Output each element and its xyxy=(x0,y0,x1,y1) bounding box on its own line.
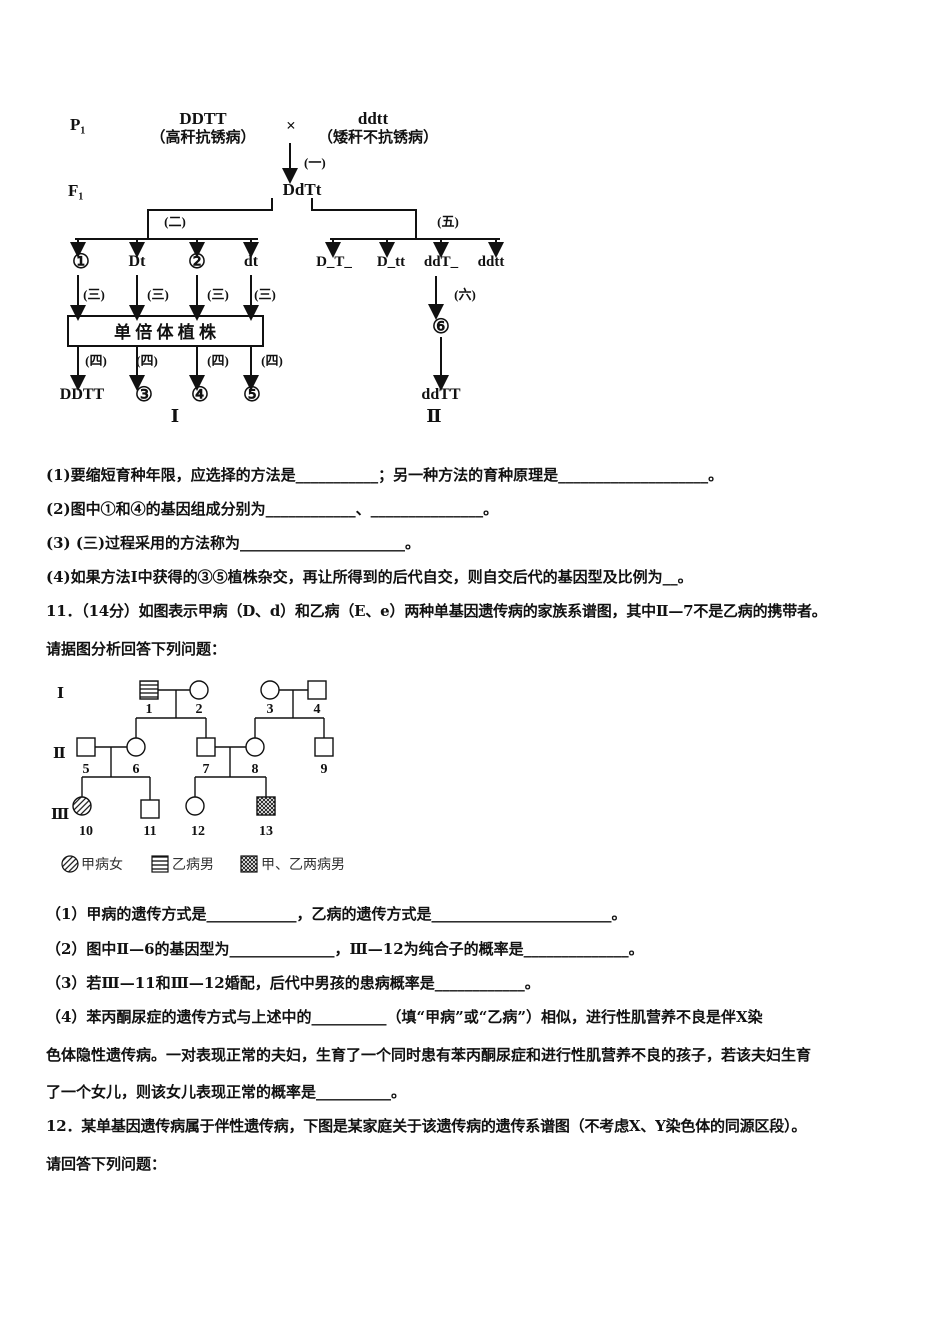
legend-jia-female-symbol xyxy=(61,855,79,873)
gamete-2: ② xyxy=(188,251,206,273)
p1-left-genotype: DDTT xyxy=(179,109,227,128)
p1-right-genotype: ddtt xyxy=(358,109,389,128)
legend-both-male-symbol xyxy=(240,855,258,873)
individual-12 xyxy=(185,796,205,816)
individual-4 xyxy=(307,680,327,700)
q11-item-4-line-1: （4）苯丙酮尿症的遗传方式与上述中的__________（填“甲病”或“乙病”）… xyxy=(46,1008,763,1026)
individual-11 xyxy=(140,799,160,819)
q11-item-1: （1）甲病的遗传方式是____________，乙病的遗传方式是________… xyxy=(46,905,627,923)
step-4-label-b: (四) xyxy=(136,353,158,368)
individual-number-7: 7 xyxy=(203,762,210,777)
f2-genotype-1: D_T_ xyxy=(316,254,352,270)
method-2-result: ddTT xyxy=(421,386,460,403)
individual-2 xyxy=(189,680,209,700)
individual-number-5: 5 xyxy=(83,762,90,777)
legend-yi-male-label: 乙病男 xyxy=(172,857,214,873)
q11-intro-line-2: 请据图分析回答下列问题： xyxy=(46,640,227,658)
method-1-label: Ⅰ xyxy=(171,406,179,426)
legend-yi-male-symbol xyxy=(151,855,169,873)
step-5-label: (五) xyxy=(437,214,459,229)
q11-item-4-line-3: 了一个女儿，则该女儿表现正常的概率是__________。 xyxy=(46,1083,407,1101)
result-DDTT: DDTT xyxy=(60,386,105,403)
individual-1 xyxy=(139,680,159,700)
result-3: ③ xyxy=(135,384,153,406)
individual-number-3: 3 xyxy=(267,702,274,717)
circle-6: ⑥ xyxy=(432,316,450,338)
individual-7 xyxy=(196,737,216,757)
generation-III: Ⅲ xyxy=(51,807,69,823)
legend-jia-female-label: 甲病女 xyxy=(81,856,123,873)
f2-genotype-3: ddT_ xyxy=(424,254,459,270)
step-3-label-c: (三) xyxy=(207,287,229,302)
step-1-label: (一) xyxy=(304,155,326,170)
step-6-label: (六) xyxy=(454,287,476,302)
method-2-label: Ⅱ xyxy=(426,406,441,426)
individual-number-1: 1 xyxy=(146,702,153,717)
gamete-dt: dt xyxy=(244,253,259,270)
p1-label: P₁ xyxy=(70,115,85,134)
individual-number-10: 10 xyxy=(79,824,93,839)
individual-number-12: 12 xyxy=(191,824,205,839)
q11-item-4-line-2: 色体隐性遗传病。一对表现正常的夫妇，生育了一个同时患有苯丙酮尿症和进行性肌营养不… xyxy=(46,1046,812,1064)
p1-left-phenotype: （高秆抗锈病） xyxy=(150,128,255,146)
legend-both-male-label: 甲、乙两病男 xyxy=(261,857,345,873)
step-3-label-a: (三) xyxy=(83,287,105,302)
individual-9 xyxy=(314,737,334,757)
q12-intro-line-2: 请回答下列问题： xyxy=(46,1155,167,1173)
step-3-label-d: (三) xyxy=(254,287,276,302)
step-2-label: (二) xyxy=(164,214,186,229)
gamete-Dt: Dt xyxy=(129,253,147,270)
generation-I: Ⅰ xyxy=(57,686,64,702)
individual-number-9: 9 xyxy=(321,762,328,777)
q12-intro-line-1: 12．某单基因遗传病属于伴性遗传病，下图是某家庭关于该遗传病的遗传系谱图（不考虑… xyxy=(46,1117,807,1135)
q10-item-3: (3) (三)过程采用的方法称为______________________。 xyxy=(46,534,421,552)
result-5: ⑤ xyxy=(243,384,261,406)
pedigree-chart: Ⅰ Ⅱ Ⅲ xyxy=(51,680,345,873)
individual-number-4: 4 xyxy=(314,702,321,717)
individual-5 xyxy=(76,737,96,757)
f1-genotype: DdTt xyxy=(283,180,322,199)
individual-number-2: 2 xyxy=(196,702,203,717)
q11-item-2: （2）图中Ⅱ—6的基因型为______________，Ⅲ—12为纯合子的概率是… xyxy=(46,940,644,958)
step-3-label-b: (三) xyxy=(147,287,169,302)
step-4-label-d: (四) xyxy=(261,353,283,368)
individual-10 xyxy=(72,796,92,816)
result-4: ④ xyxy=(191,384,209,406)
breeding-diagram: P₁ F₁ DDTT （高秆抗锈病） × ddtt （矮秆不抗锈病） (一) D… xyxy=(60,109,505,426)
haploid-plant-box-label: 单 倍 体 植 株 xyxy=(114,322,217,342)
individual-number-8: 8 xyxy=(252,762,259,777)
step-4-label-c: (四) xyxy=(207,353,229,368)
individual-number-13: 13 xyxy=(259,824,273,839)
f1-label: F₁ xyxy=(68,181,83,200)
f2-genotype-4: ddtt xyxy=(478,254,505,270)
generation-II: Ⅱ xyxy=(53,746,66,762)
haploid-plant-box xyxy=(67,315,264,347)
individual-13 xyxy=(256,796,276,816)
q11-intro-line-1: 11．（14分）如图表示甲病（D、d）和乙病（E、e）两种单基因遗传病的家族系谱… xyxy=(46,602,827,620)
individual-number-6: 6 xyxy=(133,762,140,777)
individual-8 xyxy=(245,737,265,757)
step-4-label-a: (四) xyxy=(85,353,107,368)
q10-item-2: (2)图中①和④的基因组成分别为____________、___________… xyxy=(46,500,499,518)
q11-item-3: （3）若Ⅲ—11和Ⅲ—12婚配，后代中男孩的患病概率是____________。 xyxy=(46,974,540,992)
individual-6 xyxy=(126,737,146,757)
q10-item-1: (1)要缩短育种年限，应选择的方法是___________；另一种方法的育种原理… xyxy=(46,466,724,484)
gamete-1: ① xyxy=(72,251,90,273)
cross-symbol: × xyxy=(286,116,296,135)
q10-item-4: (4)如果方法Ⅰ中获得的③⑤植株杂交，再让所得到的后代自交，则自交后代的基因型及… xyxy=(46,568,693,586)
p1-right-phenotype: （矮秆不抗锈病） xyxy=(318,128,438,146)
f2-genotype-2: D_tt xyxy=(377,254,405,270)
individual-3 xyxy=(260,680,280,700)
individual-number-11: 11 xyxy=(143,824,156,839)
